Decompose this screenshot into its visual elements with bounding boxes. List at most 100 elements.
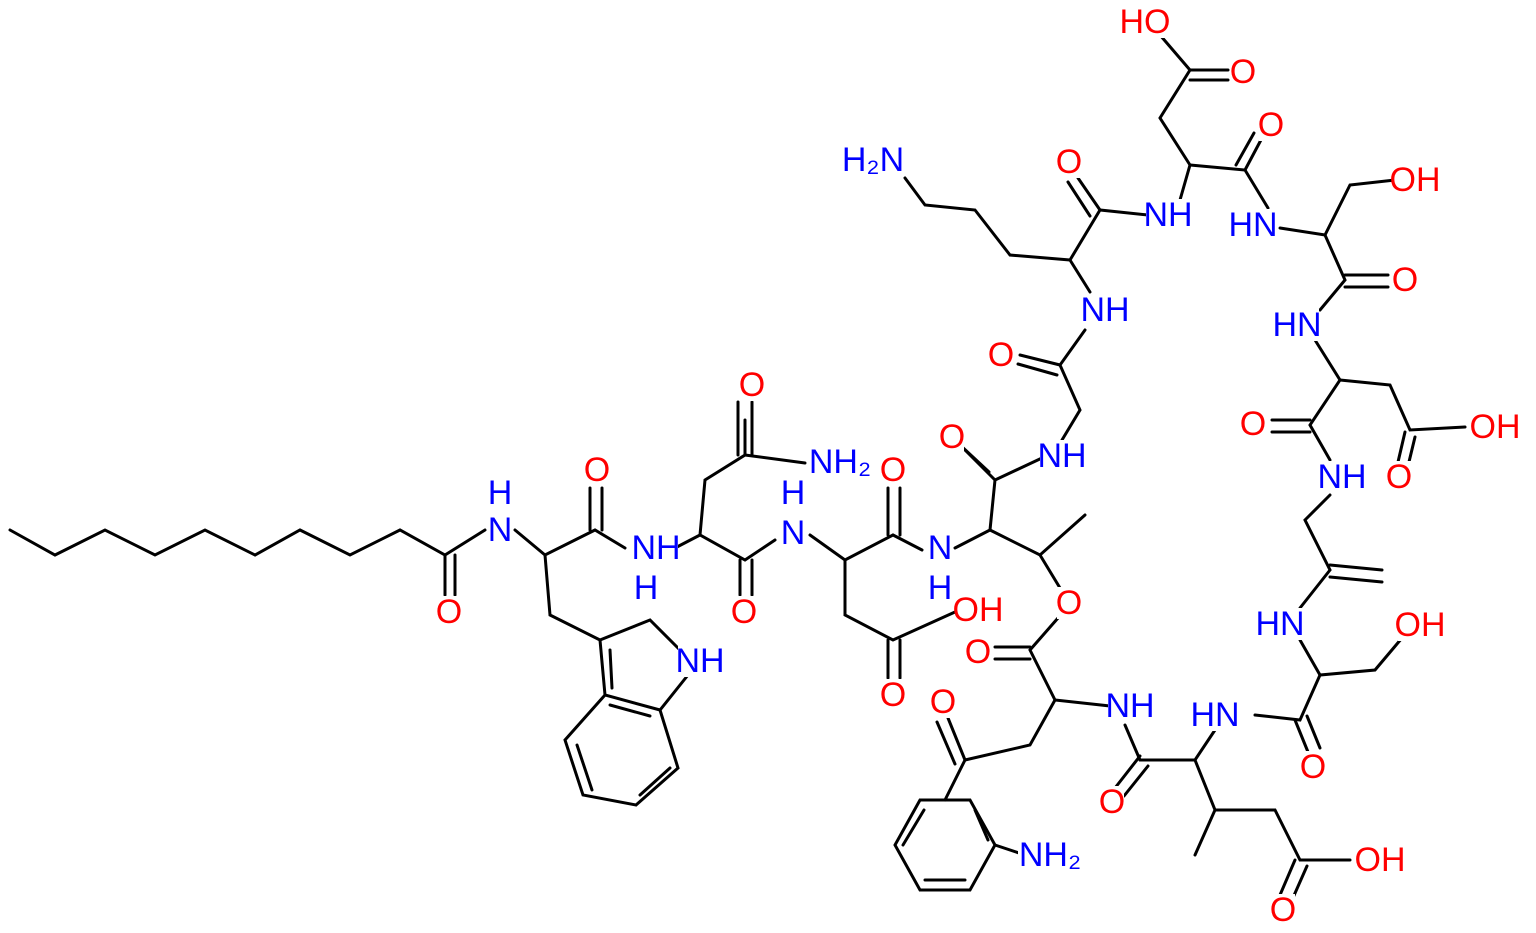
atom-label-background [634,572,658,604]
bond-line [1213,808,1352,862]
atom-label-background [732,596,756,628]
oxygen-atom-label: OH [1395,606,1446,644]
oxygen-atom-label: O [988,336,1014,374]
bond-line [598,618,684,654]
nitrogen-atom-label: N [928,529,953,567]
bond-line [608,703,652,718]
oxygen-atom-label: O [930,683,956,721]
oxygen-atom-label: O [1386,458,1412,496]
nitrogen-atom-label: NH₂ [809,443,871,481]
nitrogen-atom-label: N [488,511,513,549]
bond-line [1068,208,1150,294]
atom-label-background [1123,6,1167,38]
nitrogen-atom-label: H [781,474,806,512]
atom-label-background [940,421,964,453]
atom-label-background [881,454,905,486]
nitrogen-atom-label: H₂N [842,141,904,179]
bond-line [1066,180,1092,218]
bond-line [1308,338,1342,462]
oxygen-atom-label: O [1099,783,1125,821]
nitrogen-atom-label: NH [1317,458,1366,496]
bond-line [988,513,1087,557]
atom-label-background [1393,264,1417,296]
atom-label-background [1231,209,1275,241]
atom-label-background [1358,844,1402,876]
bond-line [513,528,627,557]
oxygen-atom-label: O [1270,891,1296,929]
nitrogen-atom-label: H [488,474,513,512]
oxygen-atom-label: O [739,366,765,404]
atom-label-background [966,636,990,668]
bond-line [1305,714,1322,750]
bond-line [1058,328,1087,442]
atom-label-background [989,339,1013,371]
bond-line [1018,353,1062,367]
oxygen-atom-label: HO [1120,3,1171,41]
nitrogen-atom-label: NH₂ [1019,836,1081,874]
nitrogen-atom-label: HN [1272,306,1321,344]
bond-line [958,443,991,474]
atom-label-background [634,532,678,564]
oxygen-atom-label: OH [1390,161,1441,199]
bond-line [1328,563,1384,572]
atom-label-background [1057,146,1081,178]
oxygen-atom-label: O [1230,53,1256,91]
atom-label-background [931,686,955,718]
bond-line [1113,754,1142,790]
oxygen-atom-label: OH [953,591,1004,629]
atom-label-background [1387,461,1411,493]
nitrogen-atom-label: HN [1255,605,1304,643]
nitrogen-atom-label: NH [1105,687,1154,725]
atom-label-background [1100,786,1124,818]
bond-line [903,176,1072,262]
bond-line [1243,136,1264,172]
bond-line [1193,758,1217,857]
atom-label-background [1398,609,1442,641]
bond-line [673,533,777,562]
oxygen-atom-label: O [939,418,965,456]
bond-line [1234,131,1256,167]
atom-label-background [740,369,764,401]
atom-label-background [1231,56,1255,88]
bond-line [963,698,1057,762]
bond-line [1178,163,1270,210]
oxygen-atom-label: O [1392,261,1418,299]
nitrogen-atom-label: NH [1037,437,1086,475]
atom-label-background [1018,839,1082,871]
nitrogen-atom-label: H [928,569,953,607]
bond-line [893,798,997,892]
atom-label-background [1083,294,1127,326]
bond-line [1038,553,1062,590]
atom-label-background [881,679,905,711]
atom-label-background [956,594,1000,626]
bond-line [1293,718,1310,754]
bond-line [843,558,957,642]
bond-line [1318,233,1347,312]
bond-line [1338,378,1467,432]
bond-line [563,693,680,807]
oxygen-atom-label: OH [1355,841,1406,879]
oxygen-atom-label: O [584,451,610,489]
nitrogen-atom-label: NH [1080,291,1129,329]
oxygen-atom-label: O [436,593,462,631]
atom-label-background [1040,440,1084,472]
bond-line [698,418,747,537]
oxygen-atom-label: OH [1470,408,1521,446]
atom-label-background [1473,411,1517,443]
atom-label-background [585,454,609,486]
atom-label-background [841,144,905,176]
bond-line [935,720,957,766]
atom-label-background [1301,751,1325,783]
atom-label-background [781,477,805,509]
bond-line [543,553,602,642]
oxygen-atom-label: O [965,633,991,671]
oxygen-atom-label: O [880,676,906,714]
nitrogen-atom-label: N [781,514,806,552]
atom-label-background [1193,699,1237,731]
nitrogen-atom-label: H [634,569,659,607]
bond-line [743,453,807,465]
bond-line [943,758,967,802]
atom-label-background [1258,608,1302,640]
